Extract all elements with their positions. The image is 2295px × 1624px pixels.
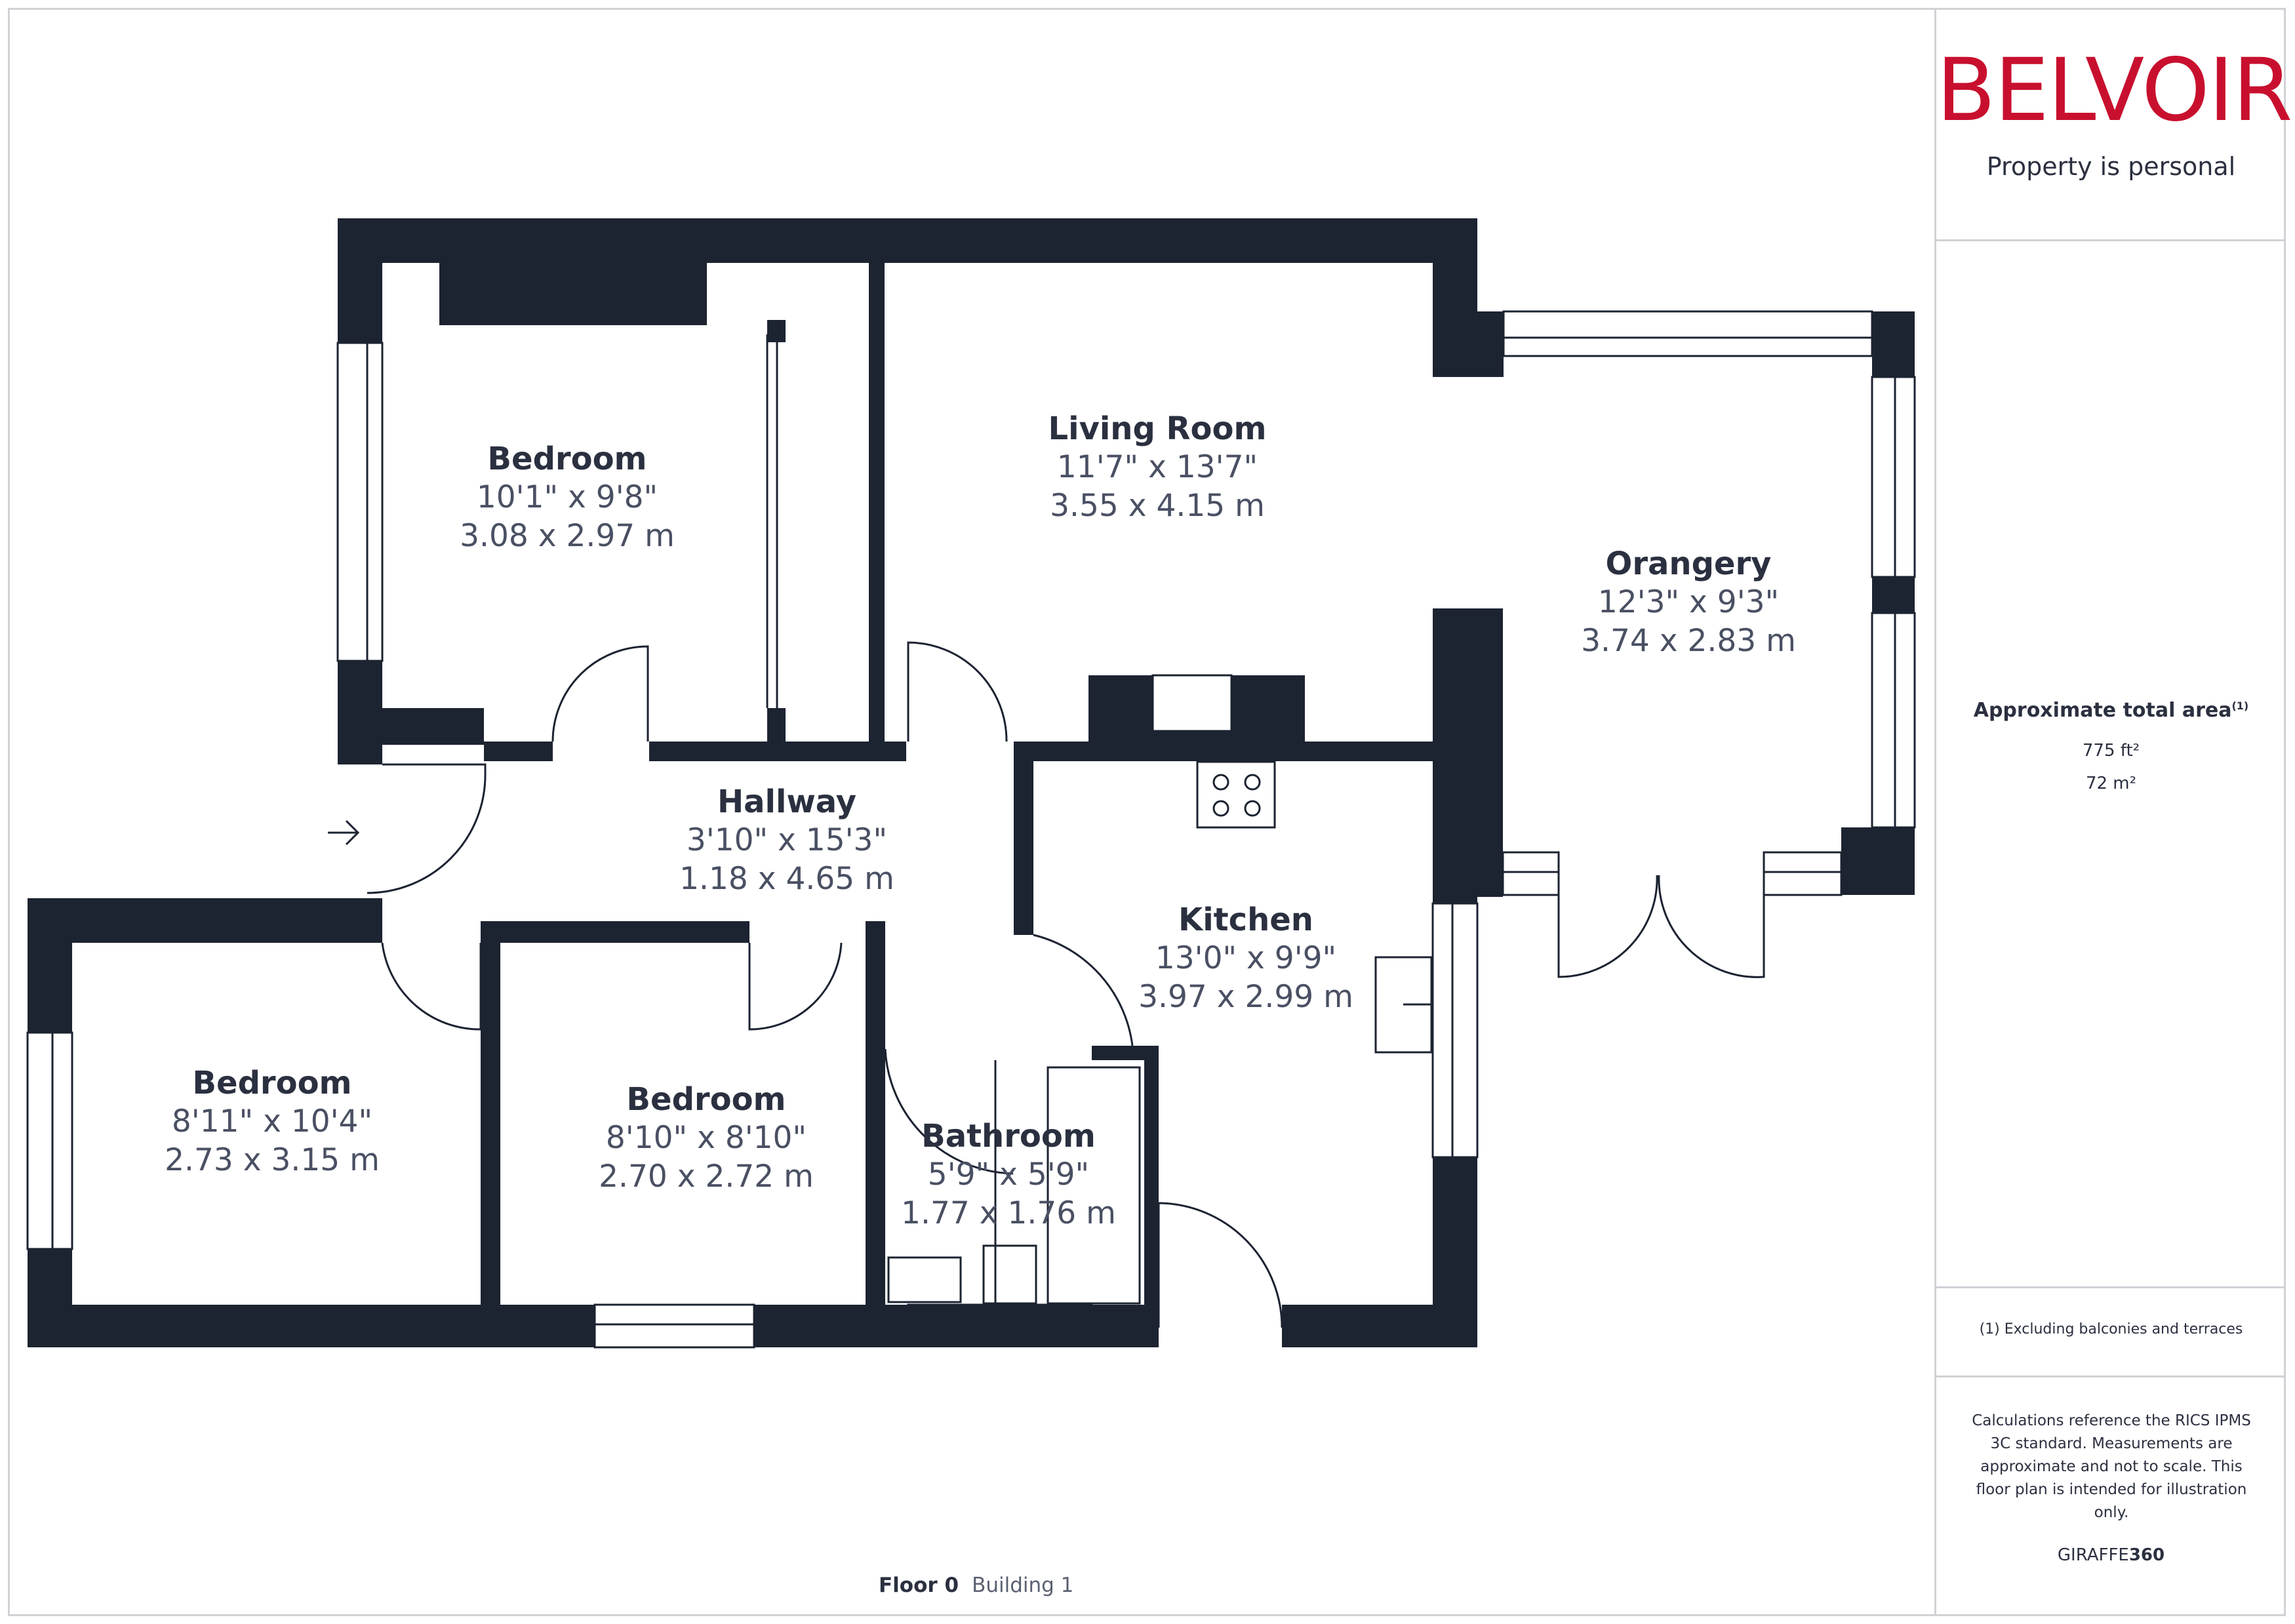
provider-logo: GIRAFFE360 [2057, 1545, 2165, 1565]
bathroom-fixtures [887, 1060, 1141, 1305]
doors [367, 641, 1765, 1328]
sidebar-separator [1936, 1376, 2286, 1377]
kitchen-fixtures [1151, 674, 1433, 1054]
footnote-marker: (1) [2231, 700, 2249, 712]
area-title: Approximate total area(1) [1973, 699, 2249, 722]
sidebar-separator [1936, 239, 2286, 241]
area-imperial: 775 ft² [2082, 741, 2140, 761]
building-name: Building 1 [972, 1574, 1074, 1597]
disclaimer: Calculations reference the RICS IPMS 3C … [1972, 1412, 2251, 1521]
area-footnote: (1) Excluding balconies and terraces [1979, 1321, 2243, 1337]
floor-name: Floor 0 [879, 1574, 959, 1597]
brand-logo: BELVOIR! [1936, 40, 2295, 141]
floor-label: Floor 0 Building 1 [879, 1574, 1073, 1597]
area-metric: 72 m² [2085, 774, 2137, 793]
entrance-arrow-icon [328, 820, 360, 846]
page-frame [8, 8, 2286, 1616]
brand-tagline: Property is personal [1986, 152, 2236, 181]
windows [26, 310, 1916, 1349]
sidebar-separator [1936, 1286, 2286, 1288]
sidebar-divider [1934, 8, 1936, 1616]
walls [28, 218, 1915, 1347]
